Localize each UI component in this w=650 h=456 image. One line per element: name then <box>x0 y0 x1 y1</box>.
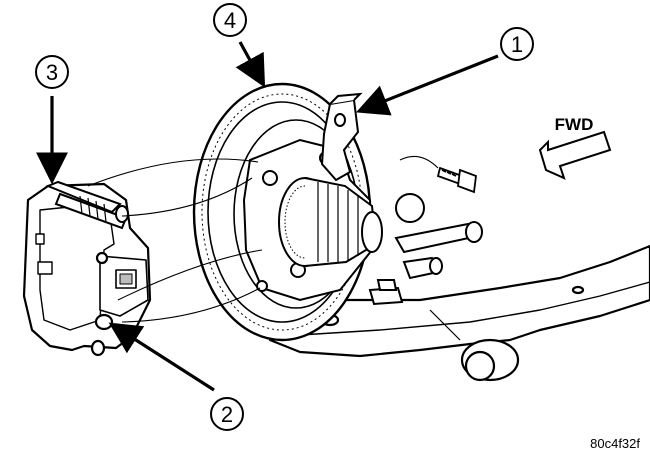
assembly-guide-lines <box>87 155 439 323</box>
adapter-bracket <box>320 92 363 182</box>
fwd-label: FWD <box>555 115 594 134</box>
callout-4-number: 4 <box>224 8 236 33</box>
leader-arrows <box>36 41 499 392</box>
figure-id: 80c4f32f <box>590 436 640 451</box>
callout-2: 2 <box>210 397 244 431</box>
callout-1-number: 1 <box>511 32 523 57</box>
hub-tone-ring <box>278 177 383 267</box>
ball-joint <box>368 279 404 306</box>
caliper-guide-pins <box>45 180 129 230</box>
callout-3: 3 <box>35 55 69 89</box>
callout-1: 1 <box>500 27 534 61</box>
callout-2-number: 2 <box>221 402 233 427</box>
forward-direction-arrow <box>538 130 612 180</box>
caliper-mounting-bolt <box>436 166 477 194</box>
leader-arrow-4 <box>235 41 266 88</box>
tie-rod <box>394 193 483 280</box>
callout-3-number: 3 <box>46 60 58 85</box>
leader-arrow-2 <box>108 322 215 392</box>
leader-arrow-1 <box>356 54 499 116</box>
callout-4: 4 <box>213 3 247 37</box>
